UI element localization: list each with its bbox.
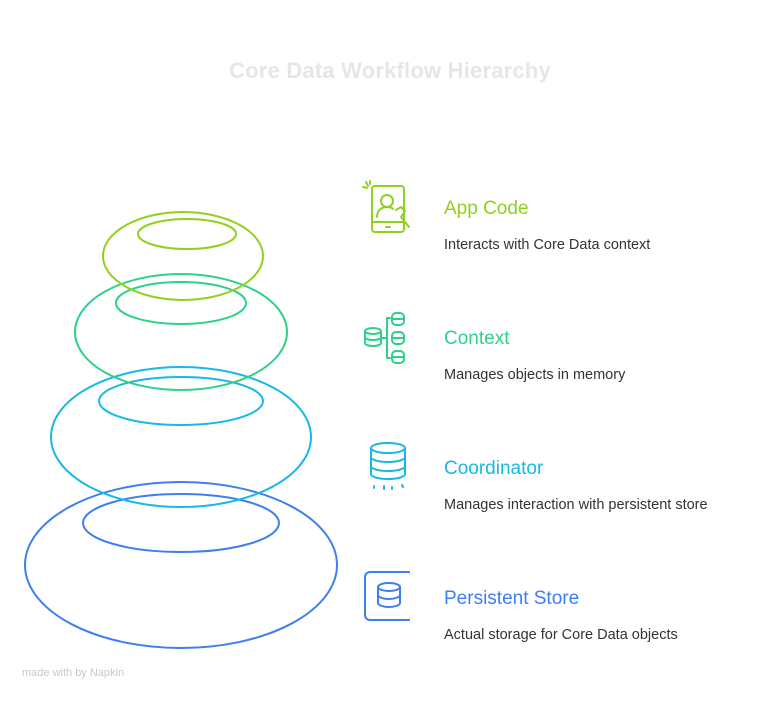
user-phone-icon [362,180,410,233]
stack-layer-coordinator [50,366,312,508]
layer-item-app-code: App Code Interacts with Core Data contex… [360,180,770,260]
layer-item-persistent-store: Persistent Store Actual storage for Core… [360,570,770,650]
stack-ring-inner [137,218,237,250]
database-box-icon [364,571,410,621]
layer-description: Actual storage for Core Data objects [444,627,678,643]
layer-description: Interacts with Core Data context [444,237,651,253]
database-stack-icon [370,442,406,490]
layer-item-context: Context Manages objects in memory [360,310,770,390]
layer-stack-graphic [24,211,338,649]
stack-ring-inner [98,376,264,426]
stack-layer-persistent-store [24,481,338,649]
stack-ring-outer [102,211,264,301]
stack-layer-app-code [102,211,264,301]
diagram-title: Core Data Workflow Hierarchy [229,58,551,83]
stack-ring-outer [24,481,338,649]
layer-heading: Context [444,328,510,349]
stack-ring-outer [50,366,312,508]
layer-item-coordinator: Coordinator Manages interaction with per… [360,440,770,520]
layer-heading: Coordinator [444,458,544,479]
layer-heading: Persistent Store [444,588,580,609]
layer-description: Manages objects in memory [444,367,626,383]
database-branches-icon [364,312,405,364]
stack-ring-outer [74,273,288,391]
stack-ring-inner [82,493,280,553]
layer-description: Manages interaction with persistent stor… [444,497,708,513]
layer-heading: App Code [444,198,529,219]
footer-credit: made with by Napkin [22,667,125,679]
stack-layer-context [74,273,288,391]
stack-ring-inner [115,281,247,325]
